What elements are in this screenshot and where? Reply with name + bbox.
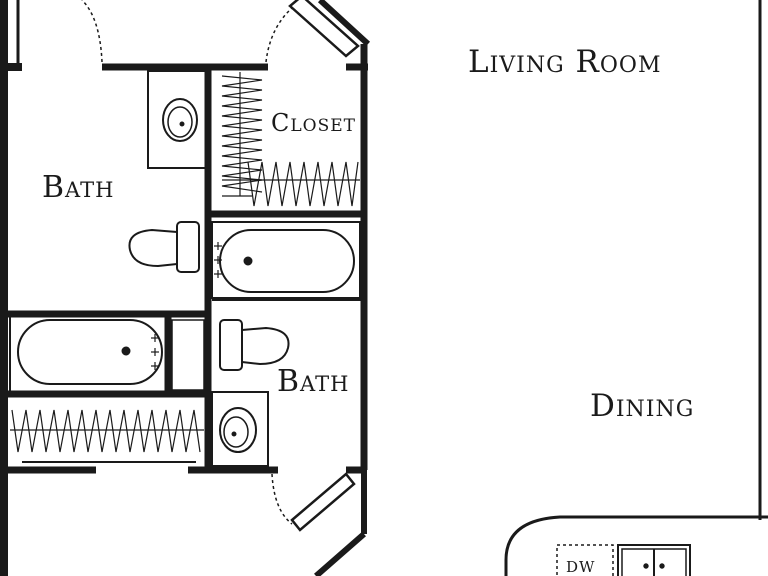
closet-rod-vertical <box>221 72 263 196</box>
toilet-tank-lower <box>219 319 243 371</box>
tub-inner-bath1 <box>17 319 163 385</box>
living-room-label: Living Room <box>468 44 662 80</box>
linen-cabinet <box>171 319 205 391</box>
tub-drain-bath1 <box>121 346 131 356</box>
door-closet-angled <box>288 0 360 58</box>
sink-bowl-lower <box>223 416 249 448</box>
toilet-bowl-lower <box>241 326 290 366</box>
door-bath-bottom-angled <box>290 472 356 532</box>
sink-bowl-upper <box>167 106 193 138</box>
tub-faucet-bath1 <box>151 334 159 370</box>
bath-lower-label: Bath <box>277 364 350 399</box>
toilet-bowl-upper <box>128 228 178 268</box>
door-swing-bath-top <box>81 0 103 63</box>
hall-closet-rod <box>10 409 204 453</box>
kitchen-counter <box>504 515 768 576</box>
tub-inner-bath2 <box>219 229 355 293</box>
kitchen-sink-outer <box>617 544 691 576</box>
door-swing-closet-top <box>265 7 293 63</box>
dining-label: Dining <box>590 388 695 424</box>
wall-angled-top <box>317 0 371 47</box>
tub-outer-bath1 <box>9 315 167 393</box>
bath-upper-label: Bath <box>42 170 115 205</box>
sink-counter-upper <box>147 70 207 169</box>
sink-counter-lower <box>211 391 269 467</box>
closet-rod-horizontal <box>222 161 360 207</box>
sink-basin-lower <box>219 407 257 453</box>
toilet-tank-upper <box>176 221 200 273</box>
dishwasher-label: DW <box>566 558 596 576</box>
sink-basin-upper <box>162 98 198 142</box>
kitchen-faucet-right <box>659 563 665 569</box>
sink-drain-upper <box>179 121 185 127</box>
tub-outer-bath2 <box>211 221 361 299</box>
closet-label: Closet <box>271 109 356 137</box>
wall-angled-bottom <box>314 531 366 576</box>
kitchen-faucet-left <box>643 563 649 569</box>
door-swing-bath-bottom <box>271 473 293 525</box>
tub-drain-bath2 <box>243 256 253 266</box>
tub-faucet-bath2 <box>214 242 222 278</box>
sink-drain-lower <box>231 431 237 437</box>
